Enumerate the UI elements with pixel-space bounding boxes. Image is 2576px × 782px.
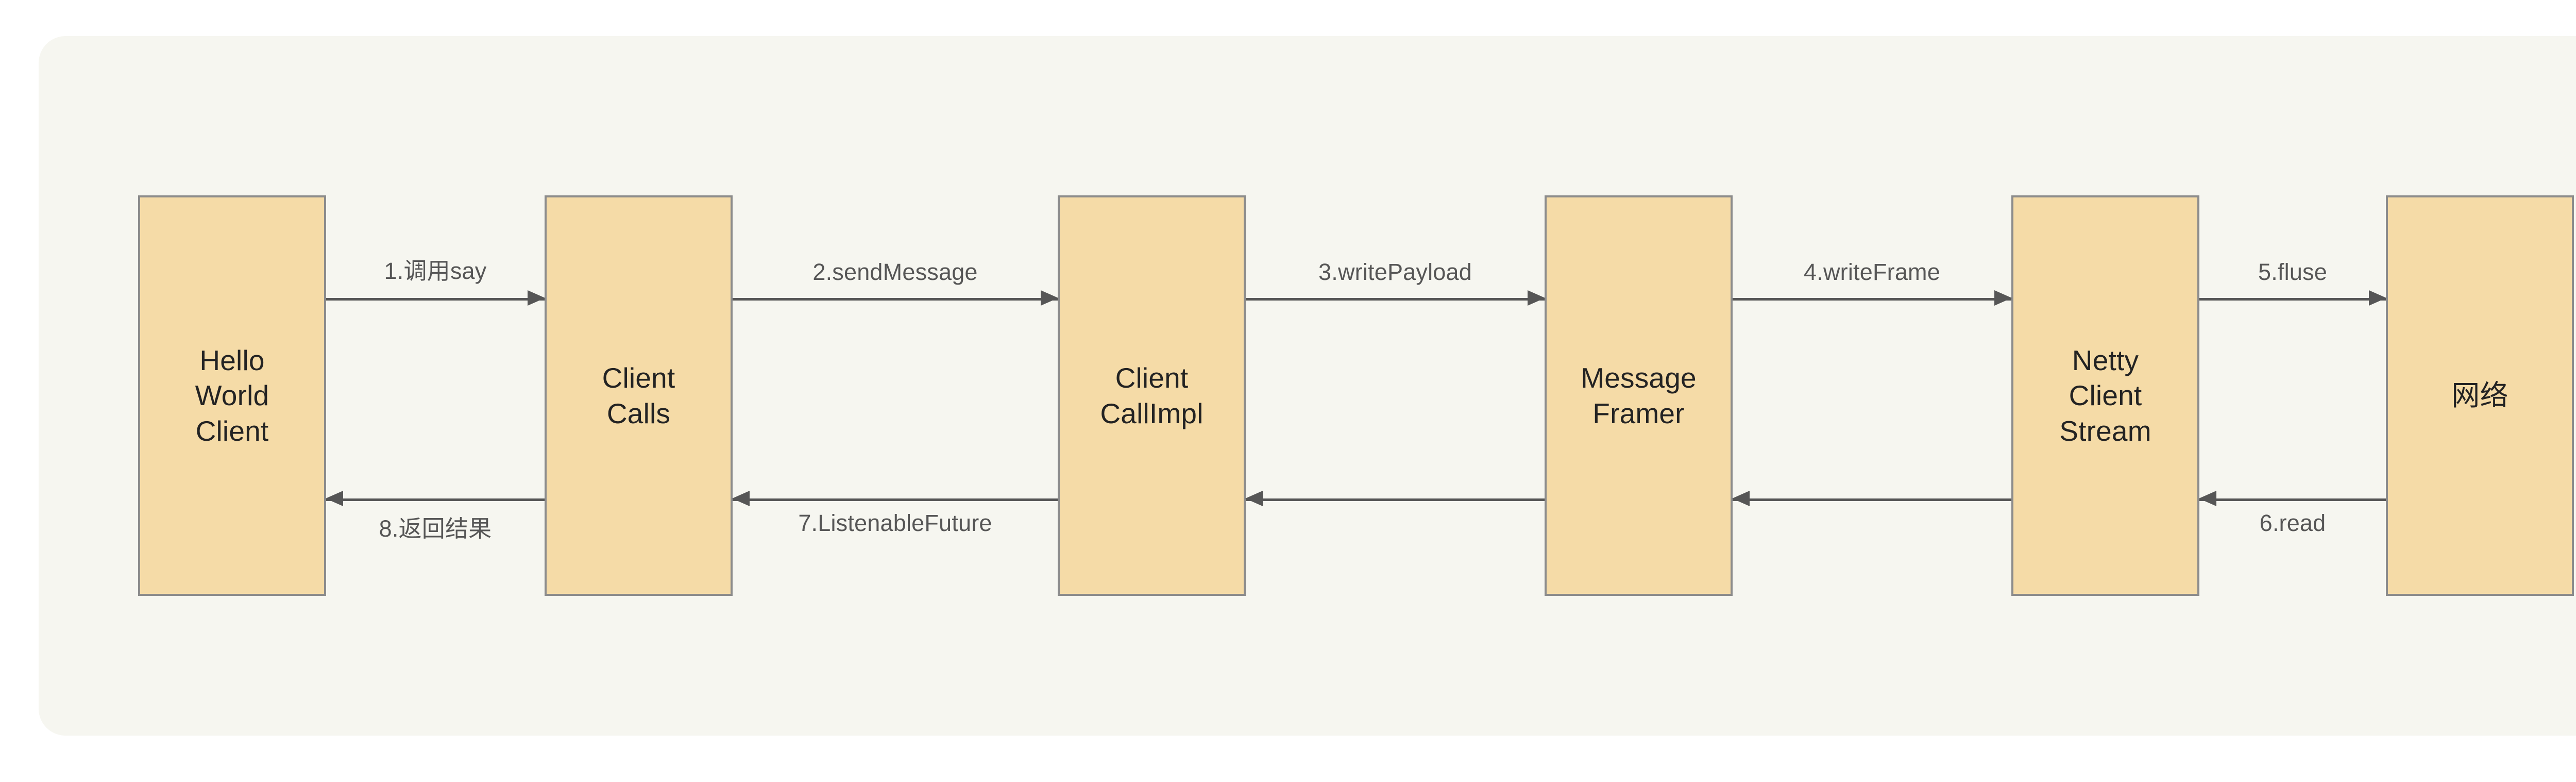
message-label: 1.调用say (384, 258, 487, 284)
message-line (326, 298, 545, 301)
message-label: 3.writePayload (1318, 259, 1472, 285)
message-line (1246, 498, 1545, 501)
message-label: 5.fluse (2258, 259, 2327, 285)
participant-label: Client CallImpl (1100, 362, 1204, 429)
arrowhead-left-icon (1732, 491, 1750, 506)
arrowhead-right-icon (2369, 290, 2386, 306)
arrowhead-right-icon (1528, 290, 1545, 306)
participant-box-netty-client-stream[interactable]: Netty Client Stream (2011, 195, 2199, 596)
message-line (733, 298, 1058, 301)
message-label: 7.ListenableFuture (798, 510, 992, 536)
message-line (326, 498, 545, 501)
participant-label: Message Framer (1581, 362, 1697, 429)
message-label: 6.read (2259, 510, 2326, 536)
message-line (2199, 498, 2386, 501)
diagram-canvas: Hello World Client Client Calls Client Cal… (39, 36, 2576, 736)
participant-label: Hello World Client (195, 344, 269, 447)
message-line (2199, 298, 2386, 301)
participant-label: Client Calls (602, 362, 675, 429)
participant-box-message-framer[interactable]: Message Framer (1545, 195, 1733, 596)
arrowhead-left-icon (1245, 491, 1263, 506)
participant-box-client-call-impl[interactable]: Client CallImpl (1058, 195, 1246, 596)
message-line (733, 498, 1058, 501)
participant-label: 网络 (2451, 379, 2509, 412)
participant-box-client-calls[interactable]: Client Calls (545, 195, 733, 596)
arrowhead-right-icon (1041, 290, 1058, 306)
message-label: 4.writeFrame (1804, 259, 1940, 285)
participant-label: Netty Client Stream (2059, 344, 2151, 447)
message-line (1733, 298, 2011, 301)
message-line (1733, 498, 2011, 501)
message-line (1246, 298, 1545, 301)
participant-box-hello-world-client[interactable]: Hello World Client (138, 195, 326, 596)
arrowhead-right-icon (528, 290, 545, 306)
arrowhead-left-icon (732, 491, 750, 506)
arrowhead-left-icon (326, 491, 343, 506)
arrowhead-left-icon (2199, 491, 2216, 506)
participant-box-network[interactable]: 网络 (2386, 195, 2574, 596)
message-label: 8.返回结果 (379, 515, 492, 542)
message-label: 2.sendMessage (812, 259, 978, 285)
arrowhead-right-icon (1994, 290, 2012, 306)
